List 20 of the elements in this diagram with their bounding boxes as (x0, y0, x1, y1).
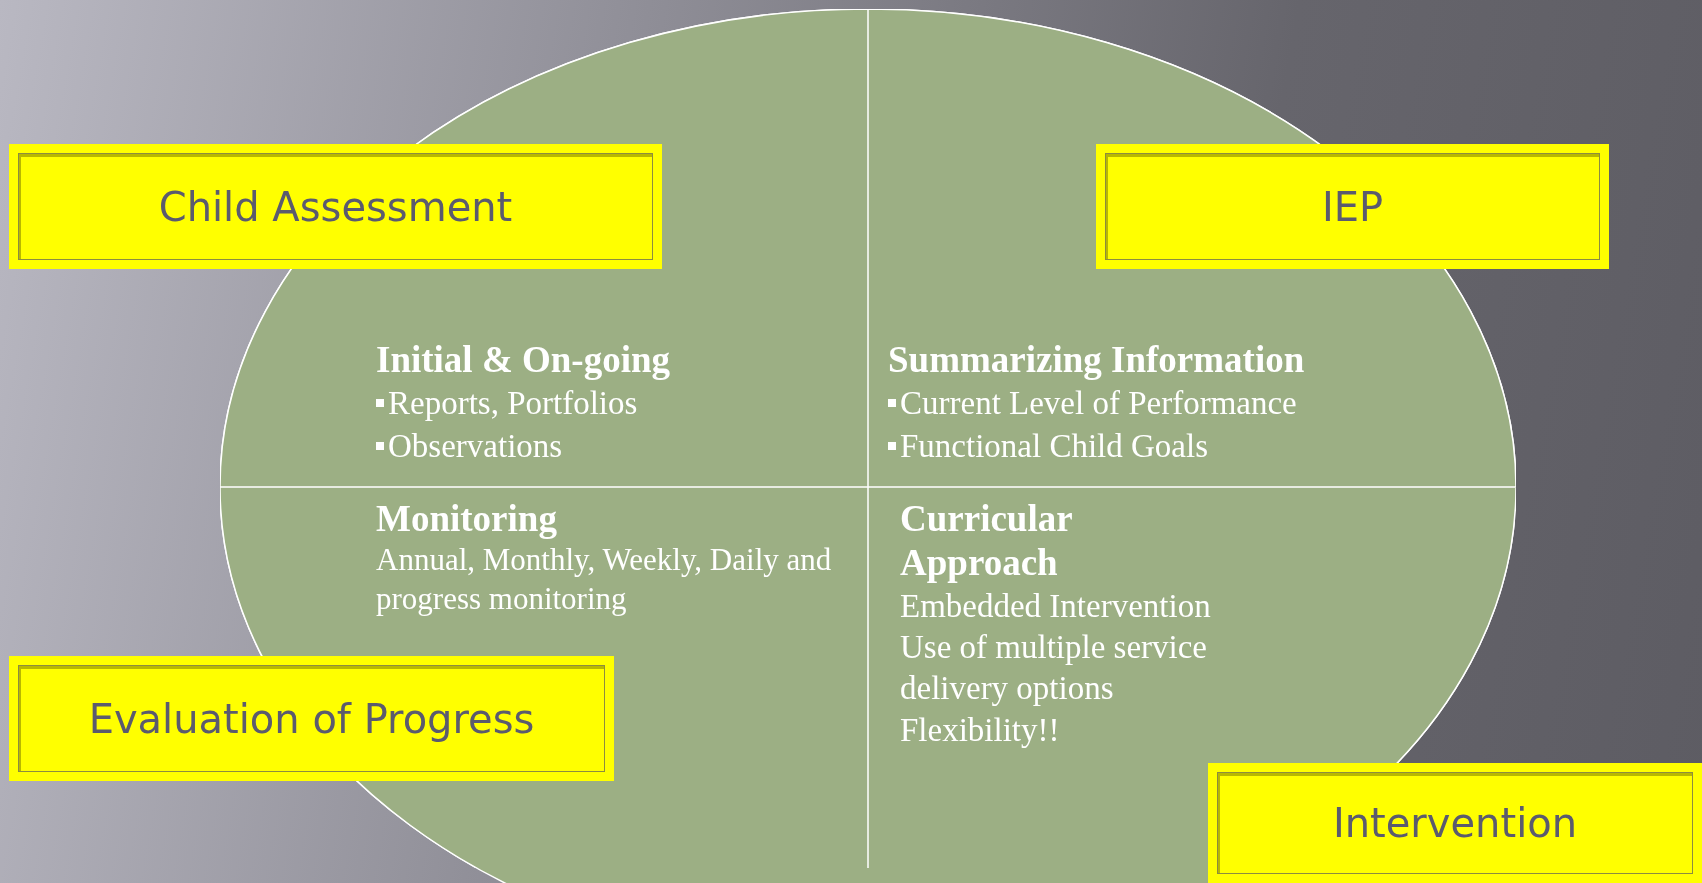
bullet-text: Functional Child Goals (900, 428, 1208, 465)
label-box (9, 144, 662, 269)
body-text: Annual, Monthly, Weekly, Daily and progress monitoring (376, 541, 833, 619)
section-heading: Monitoring (376, 497, 558, 541)
section-heading: Summarizing Information (888, 338, 1306, 382)
label-box (9, 656, 614, 781)
bullet-text: Current Level of Performance (900, 385, 1297, 422)
box-label: IEP (1321, 183, 1384, 230)
bullet-text: Observations (388, 428, 563, 465)
body-text: Use of multiple service delivery options (900, 628, 1208, 709)
label-box (1096, 144, 1609, 269)
label-box (1208, 763, 1702, 883)
body-text: Flexibility!! (900, 710, 1061, 750)
section-heading: Curricular Approach (900, 497, 1073, 586)
box-label: Intervention (1332, 800, 1578, 846)
box-label: Child Assessment (158, 183, 513, 230)
body-text: Embedded Intervention (900, 586, 1212, 626)
box-label: Evaluation of Progress (88, 695, 535, 742)
section-heading: Initial & On-going (376, 338, 671, 382)
bullet-text: Reports, Portfolios (388, 385, 638, 422)
